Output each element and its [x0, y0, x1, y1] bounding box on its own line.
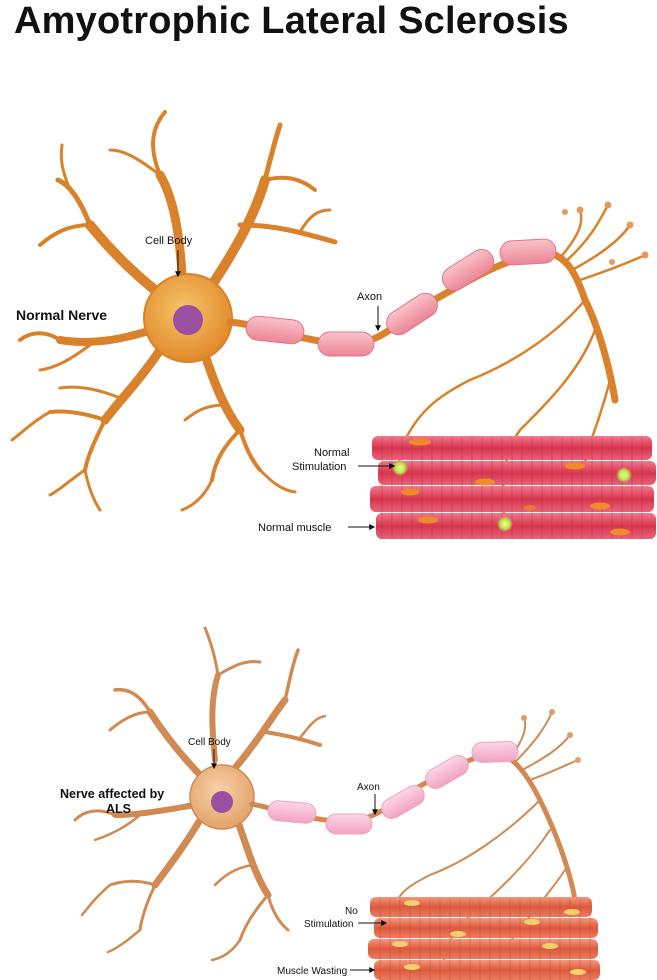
als-muscle-striations [379, 899, 591, 980]
als-muscle-label: Muscle Wasting [277, 966, 347, 977]
normal-dendrites [10, 110, 338, 512]
normal-nucleus [173, 305, 203, 335]
als-muscle [368, 897, 600, 980]
als-cell-body-label: Cell Body [188, 737, 231, 748]
page-title: Amyotrophic Lateral Sclerosis [14, 0, 569, 42]
als-myelin-sheaths [267, 741, 519, 835]
normal-muscle-label: Normal muscle [258, 522, 331, 534]
normal-cell-body-label: Cell Body [145, 235, 193, 247]
normal-stimulation-label-1: Normal [314, 447, 349, 459]
als-nerve-label-2: ALS [106, 802, 131, 816]
als-nerve-label-1: Nerve affected by [60, 787, 164, 801]
normal-stimulation-label-2: Stimulation [292, 461, 346, 473]
als-muscle-nuclei [392, 900, 586, 975]
als-nucleus [211, 791, 233, 813]
normal-terminal-knobs [562, 201, 649, 265]
normal-axon-terminals [397, 203, 647, 522]
als-stimulation-label-2: Stimulation [304, 919, 353, 930]
normal-stimulation-points [392, 460, 632, 532]
als-terminal-knobs [521, 709, 581, 763]
normal-muscle-striations [381, 438, 643, 538]
normal-muscle [370, 436, 656, 539]
als-neuron [73, 626, 581, 971]
normal-axon-label: Axon [357, 291, 382, 303]
normal-nerve-label: Normal Nerve [16, 307, 107, 323]
als-stimulation-label-1: No [345, 906, 358, 917]
als-axon [249, 749, 578, 903]
normal-myelin-sheaths [245, 238, 557, 357]
als-axon-label: Axon [357, 782, 380, 793]
normal-neuron [10, 110, 649, 522]
normal-muscle-nuclei [401, 438, 630, 536]
